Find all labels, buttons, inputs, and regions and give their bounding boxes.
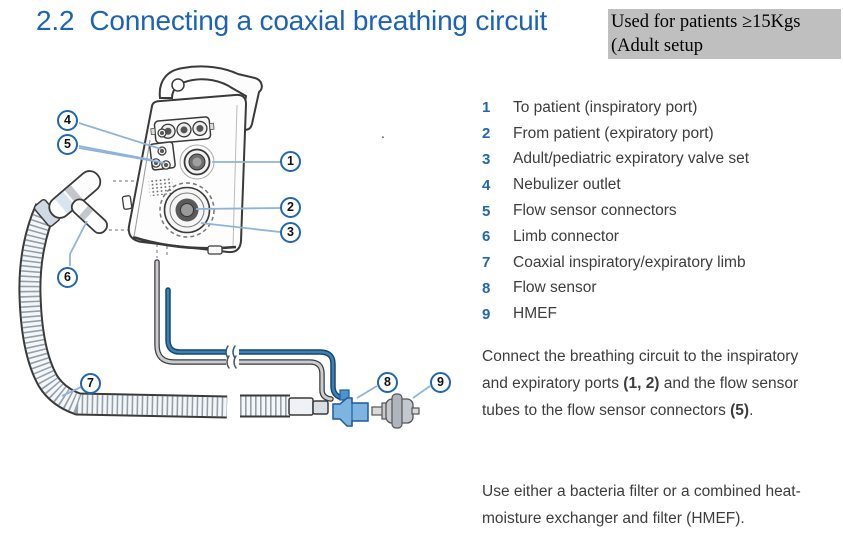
legend-item: 8 Flow sensor — [482, 276, 832, 302]
legend-item-number: 5 — [482, 202, 491, 220]
coaxial-limb-tube — [18, 203, 329, 419]
callout-1: 1 — [280, 151, 301, 172]
instruction-ref-ports: (1, 2) — [623, 374, 660, 392]
instruction-text: and the flow sensor tubes to the flow se… — [482, 374, 799, 419]
expiratory-valve — [159, 182, 215, 238]
filter-note: Use either a bacteria filter or a combin… — [482, 483, 801, 527]
inspiratory-port — [179, 144, 215, 180]
connect-instructions: Connect the breathing circuit to the ins… — [482, 344, 804, 424]
callout-5: 5 — [57, 134, 78, 155]
legend-item-label: Nebulizer outlet — [513, 176, 621, 194]
legend-item-label: Flow sensor connectors — [513, 202, 677, 220]
side-tab — [121, 195, 133, 210]
callout-leader-lines — [61, 122, 431, 399]
nebulizer-outlet — [157, 128, 167, 138]
callout-3: 3 — [280, 222, 301, 243]
legend-item-number: 9 — [482, 305, 491, 323]
legend-item: 2 From patient (expiratory port) — [482, 121, 832, 147]
instruction-text: . — [749, 401, 754, 419]
legend-item: 1 To patient (inspiratory port) — [482, 95, 832, 121]
bottom-foot — [207, 245, 223, 255]
stray-period-mark: . — [381, 125, 385, 141]
legend-item-label: Coaxial inspiratory/expiratory limb — [513, 253, 746, 271]
legend-item-number: 6 — [482, 228, 491, 246]
callout-4: 4 — [57, 110, 78, 131]
page-title: 2.2 Connecting a coaxial breathing circu… — [36, 5, 547, 37]
patient-weight-note-line2: (Adult setup — [611, 36, 703, 56]
legend-item: 7 Coaxial inspiratory/expiratory limb — [482, 250, 832, 276]
legend-item-number: 1 — [482, 99, 491, 117]
legend-item-label: Limb connector — [513, 227, 619, 245]
legend-item-label: From patient (expiratory port) — [513, 124, 714, 142]
legend-item: 4 Nebulizer outlet — [482, 172, 832, 198]
flow-sensor-tubes — [154, 259, 347, 402]
instruction-text: Connect the breathing circuit to the ins… — [482, 348, 799, 392]
hmef-filter — [371, 393, 420, 429]
legend-item-number: 4 — [482, 176, 491, 194]
legend-item-label: To patient (inspiratory port) — [513, 98, 698, 116]
limb-connector-y-piece — [33, 170, 108, 235]
legend-item-label: Flow sensor — [513, 279, 597, 297]
legend-item: 5 Flow sensor connectors — [482, 198, 832, 224]
legend-item: 9 HMEF — [482, 301, 832, 327]
legend-item-number: 7 — [482, 254, 491, 272]
mounting-hook — [158, 65, 263, 131]
callout-7: 7 — [80, 373, 101, 394]
legend-item-label: HMEF — [513, 305, 557, 323]
patient-weight-note: Used for patients ≥15Kgs (Adult setup — [608, 9, 841, 59]
section-number: 2.2 — [36, 5, 75, 36]
patient-weight-note-line1: Used for patients ≥15Kgs — [611, 12, 801, 32]
legend-item-label: Adult/pediatric expiratory valve set — [513, 150, 750, 168]
legend-list: 1 To patient (inspiratory port) 2 From p… — [482, 95, 832, 327]
flow-sensor — [332, 389, 369, 427]
instruction-ref-connectors: (5) — [730, 401, 750, 419]
callout-2: 2 — [280, 197, 301, 218]
hook-hole — [171, 78, 185, 92]
legend-item-number: 2 — [482, 125, 491, 143]
ventilator-body — [121, 65, 263, 255]
breathing-circuit-diagram — [18, 65, 431, 429]
callout-6: 6 — [57, 267, 78, 288]
callout-8: 8 — [377, 372, 398, 393]
legend-item-number: 8 — [482, 279, 491, 297]
speaker-grid — [148, 176, 174, 197]
legend-item: 6 Limb connector — [482, 224, 832, 250]
legend-item: 3 Adult/pediatric expiratory valve set — [482, 147, 832, 173]
legend-item-number: 3 — [482, 150, 491, 168]
section-title: Connecting a coaxial breathing circuit — [89, 5, 548, 36]
callout-9: 9 — [430, 372, 451, 393]
